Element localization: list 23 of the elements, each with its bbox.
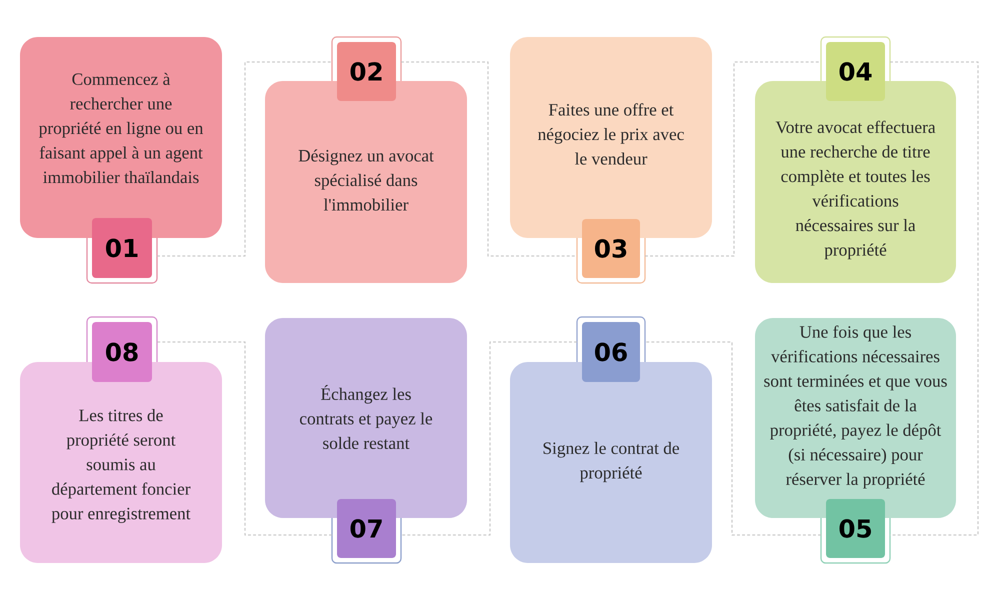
step-card: Une fois que les vérifications nécessaires sont terminées et que vous êtes satisfait de la propriété, payez le dépôt (si nécessaire) pour réserver la propriété bbox=[755, 318, 956, 518]
connector-line bbox=[400, 342, 578, 536]
number-badge: 02 bbox=[331, 36, 402, 101]
connector-line bbox=[644, 342, 822, 536]
number-badge: 07 bbox=[331, 499, 402, 564]
number-badge: 05 bbox=[820, 499, 891, 564]
step-card: Les titres de propriété seront soumis au département foncier pour enregistrement bbox=[20, 362, 222, 563]
number-badge: 01 bbox=[86, 218, 158, 284]
number-badge: 03 bbox=[576, 219, 646, 284]
number-badge: 08 bbox=[86, 316, 158, 382]
step-card: Commencez à rechercher une propriété en ligne ou en faisant appel à un agent immobilier thaïlandais bbox=[20, 37, 222, 238]
step-card: Faites une offre et négociez le prix avec le vendeur bbox=[510, 37, 712, 238]
number-badge: 04 bbox=[820, 36, 891, 101]
connector-line bbox=[890, 62, 978, 536]
connector-line bbox=[400, 62, 578, 256]
connector-line bbox=[644, 62, 822, 256]
step-card: Signez le contrat de propriété bbox=[510, 362, 712, 563]
step-card: Votre avocat effectuera une recherche de titre complète et toutes les vérifications nécessaires sur la propriété bbox=[755, 81, 956, 283]
number-badge: 06 bbox=[576, 316, 646, 382]
connector-line bbox=[156, 62, 332, 256]
step-card: Échangez les contrats et payez le solde restant bbox=[265, 318, 467, 518]
connector-line bbox=[156, 342, 332, 536]
step-card: Désignez un avocat spécialisé dans l'immobilier bbox=[265, 81, 467, 283]
